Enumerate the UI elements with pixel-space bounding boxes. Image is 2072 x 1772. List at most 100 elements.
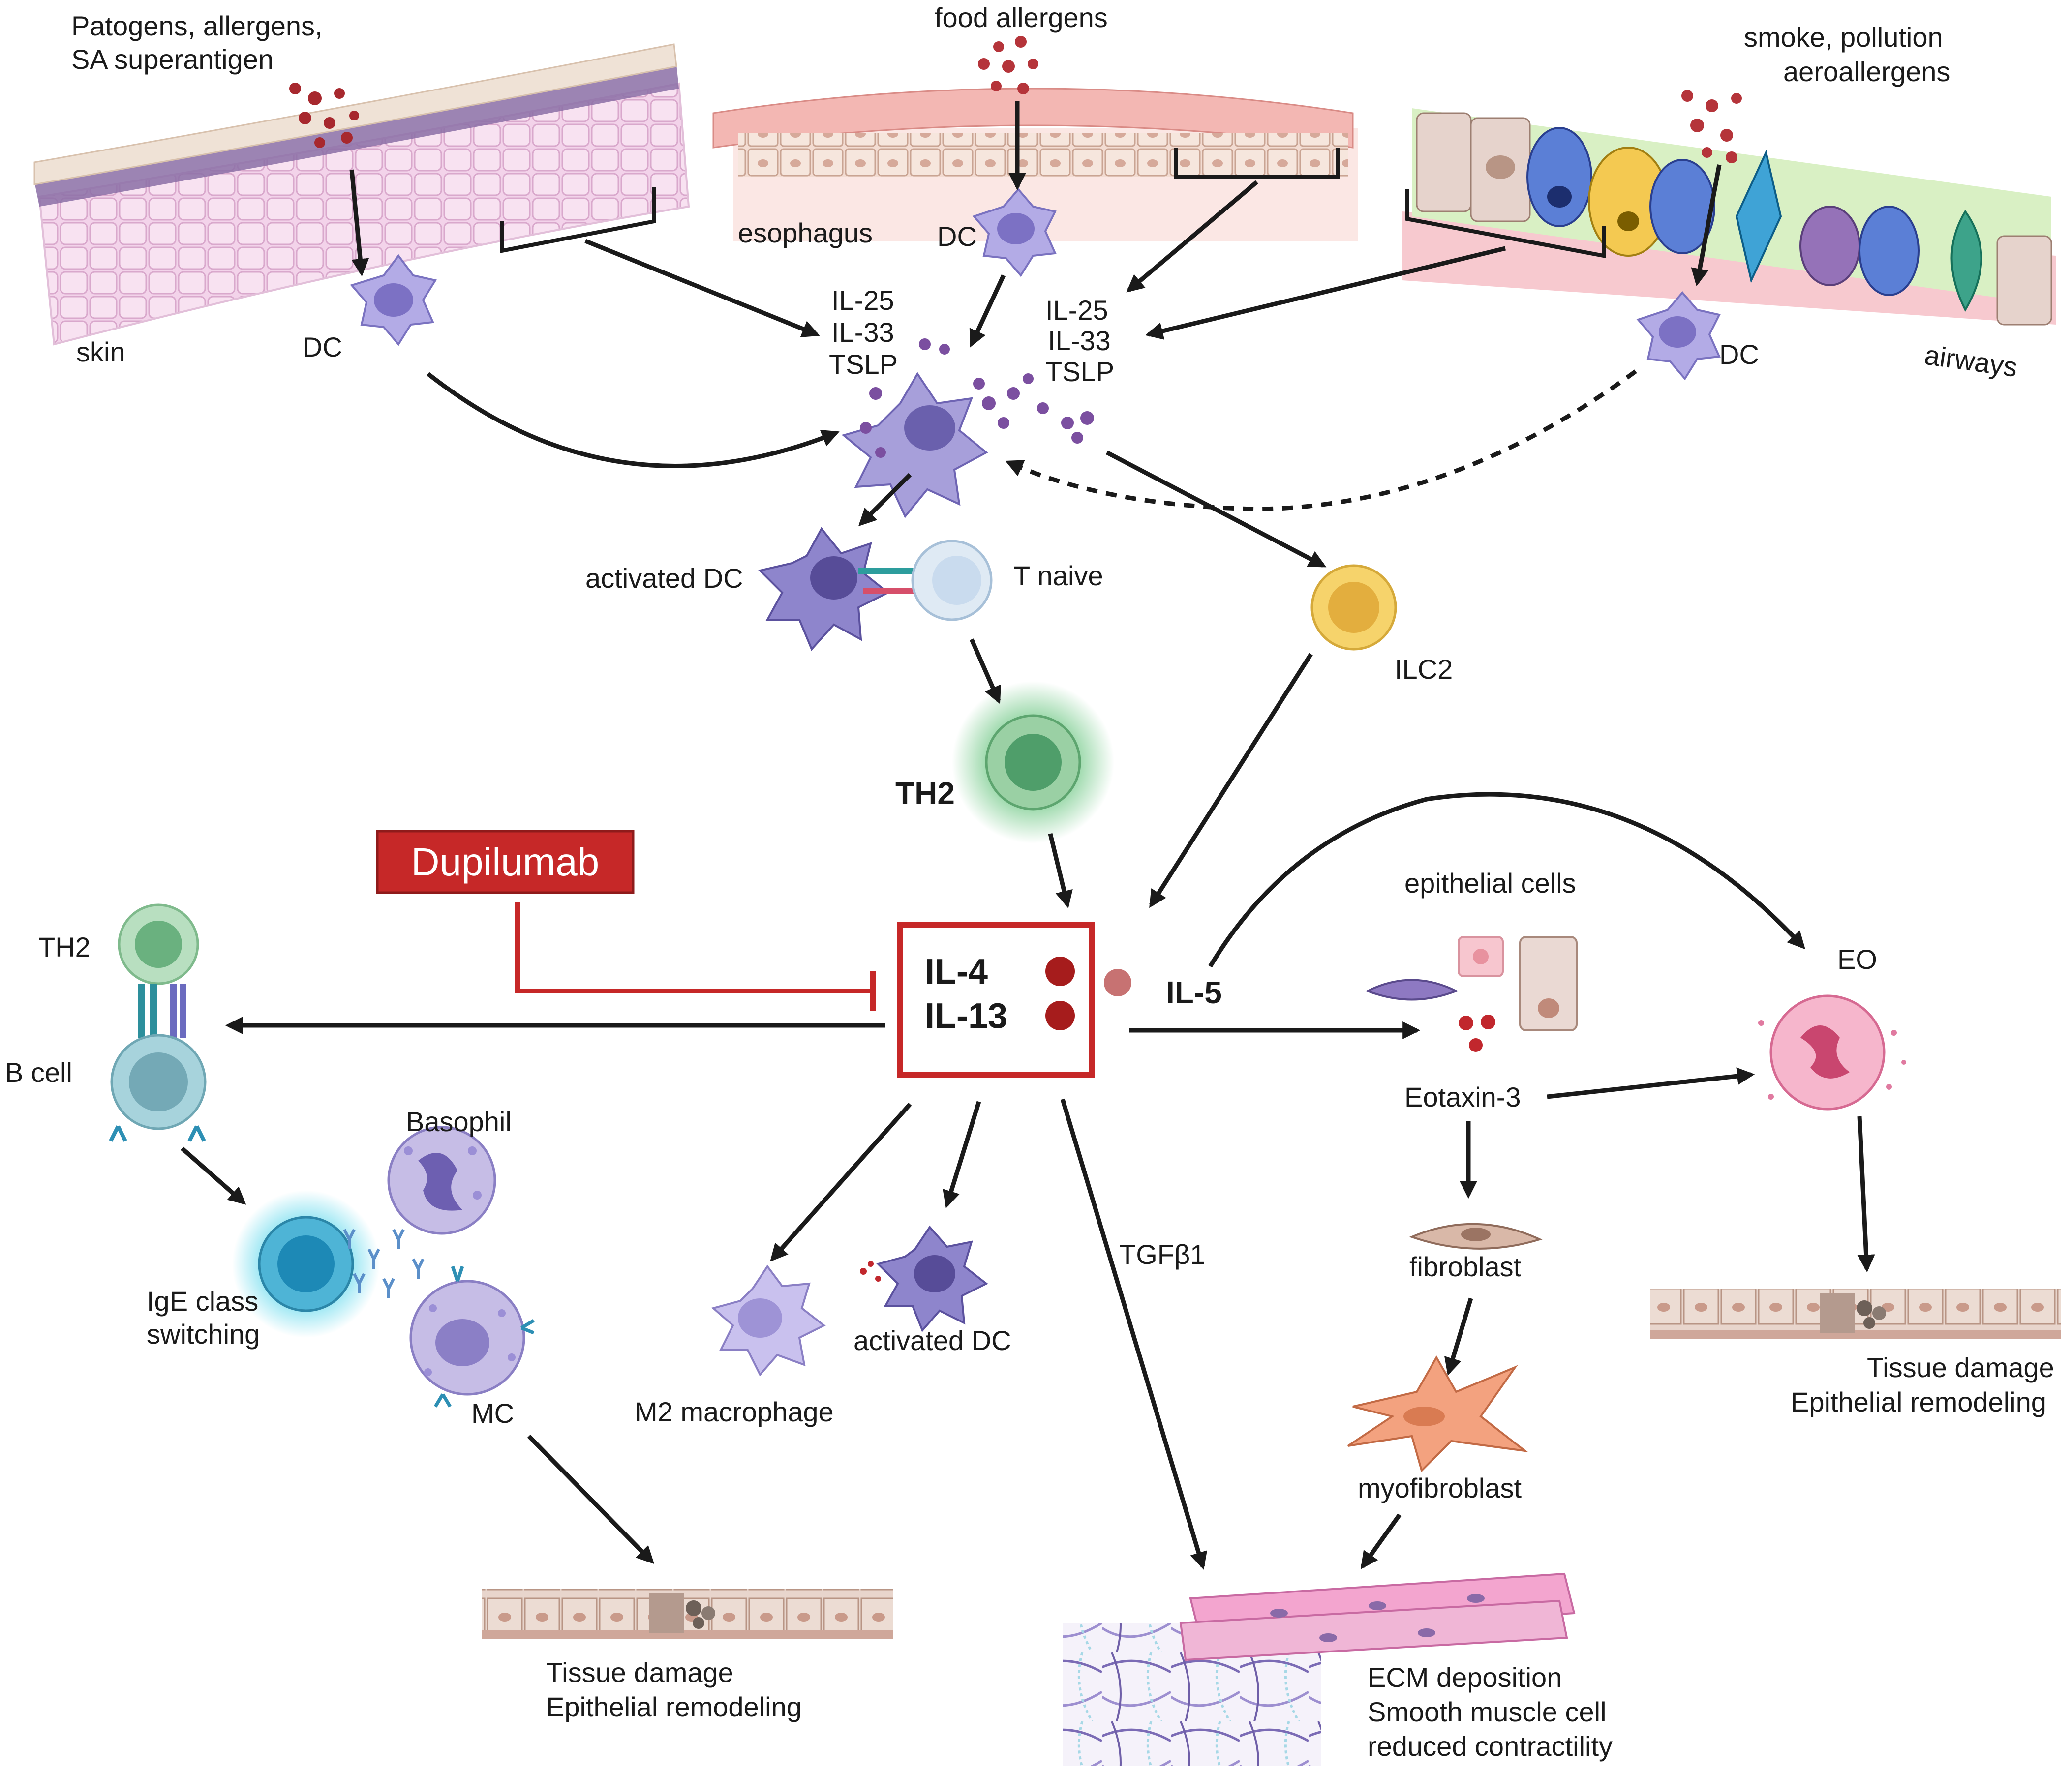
dc-airway-cell [1636,291,1721,381]
tissue-left-label-2: Epithelial remodeling [546,1691,802,1722]
alarmins-right-1: IL-25 [1045,295,1108,326]
arrow-airway-bracket-to-alarmins [1145,246,1506,340]
epithelial-cells-group [1365,936,1578,1052]
immune-synapse [858,568,917,594]
il13-label: IL-13 [925,996,1007,1036]
arrow-skin-bracket-to-alarmins [584,239,820,337]
dc-skin-label: DC [303,331,342,362]
alarmins-left-3: TSLP [829,349,898,380]
ilc2-cell [1310,564,1397,651]
receptor-complex [138,984,186,1038]
ige-label-1: IgE class [147,1286,258,1317]
airway-bracket [1405,189,1606,258]
th2-left-cell [118,903,199,985]
arrow-dc-esoph-to-central [969,274,1006,348]
basophil-cell [387,1126,496,1235]
dupilumab-label: Dupilumab [411,840,599,884]
arrow-th2-to-box [1048,833,1073,908]
basophil-label: Basophil [406,1106,512,1137]
arrow-ilc2-to-box [1149,653,1313,908]
arrow-box-to-activated-dc2 [943,1101,981,1208]
alarmins-left-2: IL-33 [831,317,894,348]
food-allergens-label: food allergens [935,2,1108,33]
epithelial-cells-label: epithelial cells [1404,868,1576,899]
activated-dc-label: activated DC [585,563,743,594]
airways-tissue [1402,108,2056,326]
eo-label: EO [1837,944,1877,975]
skin-tissue [33,43,690,346]
arrow-tnaive-to-th2 [969,638,1001,704]
arrow-box-to-ecm [1060,1098,1207,1570]
airway-allergen-dots [1681,90,1742,163]
airways-label: airways [1922,339,2019,383]
il4-il13-box [897,922,1095,1078]
activated-dc-2-label: activated DC [853,1325,1011,1356]
cytokine-dots [1045,957,1131,1030]
dupilumab-box: Dupilumab [376,830,635,894]
skin-bracket [500,187,656,253]
tissue-damage-strip-right [1650,1289,2061,1339]
arrow-myofibroblast-to-ecm [1360,1513,1402,1569]
tissue-left-label-1: Tissue damage [546,1657,733,1688]
ecm-label-2: Smooth muscle cell [1368,1696,1607,1727]
b-cell [109,1034,207,1142]
th2-center-label: TH2 [895,776,955,811]
arrow-dc-airway-dashed [1005,369,1637,511]
myofibroblast-cell [1347,1355,1529,1472]
activated-dc-2-cell [860,1225,988,1332]
airway-source-label-1: smoke, pollution [1744,22,1943,53]
arrow-central-to-activated-dc [858,473,912,527]
skin-label: skin [76,336,125,367]
ecm-deposition-graphic [1063,1572,1576,1766]
b-cell-label: B cell [5,1057,72,1088]
m2-macrophage-label: M2 macrophage [635,1396,834,1427]
activated-dc-cell [758,527,890,651]
arrow-il5-to-eo [1208,792,1805,968]
central-dc-cell [841,372,988,518]
dc-airway-label: DC [1719,339,1759,370]
dupilumab-inhibition-line [515,902,873,993]
ilc2-label: ILC2 [1395,654,1453,685]
arrow-fibroblast-to-myofibroblast [1444,1297,1473,1376]
arrow-airway-to-dc [1691,164,1722,287]
arrow-box-to-m2 [770,1103,912,1262]
ige-switching-cell [232,1190,380,1338]
il5-label: IL-5 [1166,975,1222,1010]
alarmins-right-3: TSLP [1045,356,1114,387]
arrow-mc-to-tissue [527,1434,655,1564]
skin-allergen-dots [289,83,359,148]
ige-label-2: switching [147,1319,260,1350]
th2-left-label: TH2 [38,931,91,962]
dc-esophagus-label: DC [937,221,977,252]
airway-source-label-2: aeroallergens [1783,56,1950,87]
arrow-alarmins-to-ilc2 [1105,451,1327,568]
t-naive-label: T naive [1013,560,1103,591]
food-allergen-dots [978,36,1038,94]
dc-esophagus-cell [972,187,1057,277]
t-naive-cell [911,540,993,621]
arrow-skin-to-dc [349,169,369,277]
fibroblast-label: fibroblast [1409,1251,1522,1282]
arrow-eo-to-tissue [1857,1116,1875,1273]
mc-label: MC [471,1398,514,1429]
m2-macrophage-cell [711,1264,826,1377]
dc-skin-cell [350,254,437,346]
esophagus-label: esophagus [738,217,873,248]
skin-source-label-2: SA superantigen [71,44,274,75]
arrows [181,101,1875,1570]
il4-label: IL-4 [925,952,988,991]
myofibroblast-label: myofibroblast [1358,1472,1522,1503]
alarmins-left-1: IL-25 [831,285,894,316]
ecm-label-3: reduced contractility [1368,1731,1613,1762]
tissue-right-label-1: Tissue damage [1867,1352,2054,1383]
tgfb1-label: TGFβ1 [1119,1239,1205,1270]
skin-source-label-1: Patogens, allergens, [71,10,323,41]
tissue-damage-strip-left [482,1589,893,1639]
eosinophil-cell [1758,994,1906,1111]
fibroblast-cell [1409,1223,1543,1250]
arrow-eotaxin-to-eo [1547,1067,1755,1099]
arrow-bcell-to-ige [181,1146,246,1205]
esophagus-bracket [1174,148,1340,179]
alarmin-dots [860,338,1094,458]
